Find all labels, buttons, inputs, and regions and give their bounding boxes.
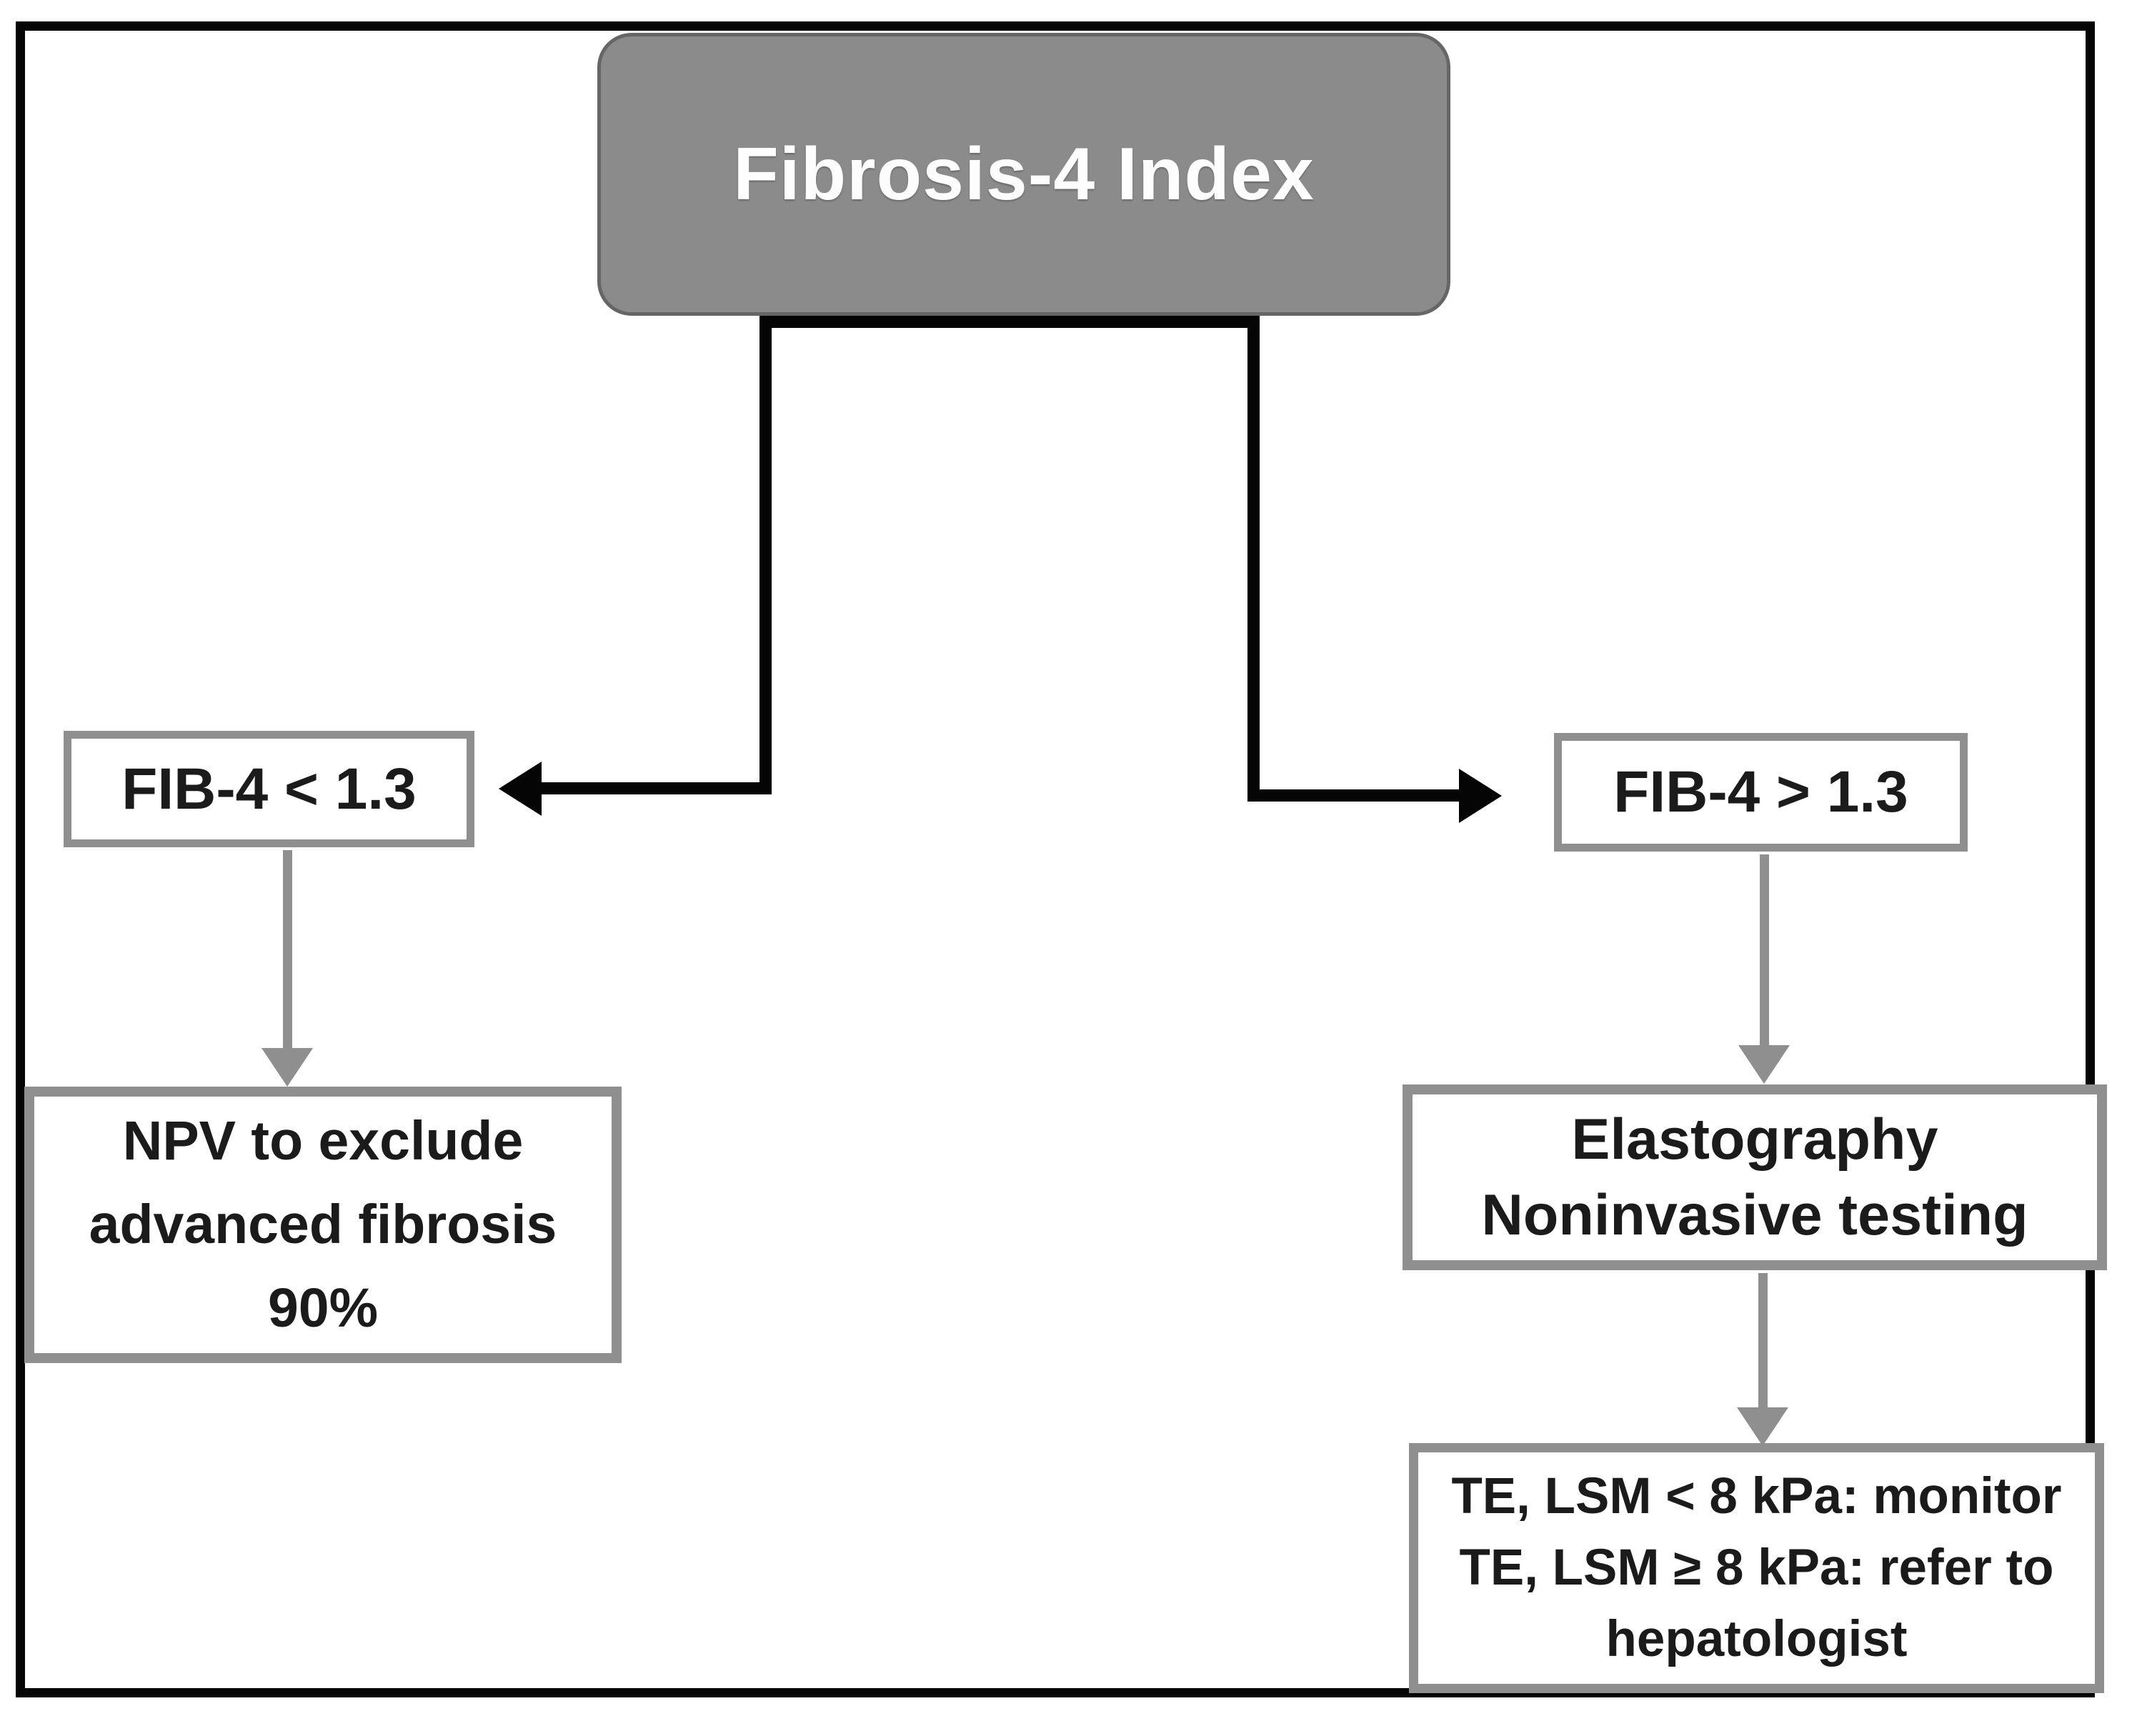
gray-arrow-right-upper-shaft (1760, 854, 1769, 1049)
root-node-label: Fibrosis-4 Index (733, 132, 1315, 216)
gray-arrowhead-right-lower-icon (1737, 1407, 1788, 1446)
node-elastography: Elastography Noninvasive testing (1403, 1084, 2107, 1270)
left-arrowhead-icon (499, 762, 542, 816)
elastography-line-2: Noninvasive testing (1481, 1183, 2028, 1247)
connector-right-arm (1247, 789, 1463, 802)
elastography-line-1: Elastography (1571, 1107, 1938, 1172)
node-fib4-greater-than: FIB-4 > 1.3 (1554, 733, 1968, 852)
connector-right-vertical (1247, 316, 1260, 801)
te-lsm-line-1: TE, LSM < 8 kPa: monitor (1451, 1468, 2062, 1525)
npv-line-2: advanced fibrosis (89, 1194, 557, 1255)
connector-left-arm (530, 782, 772, 794)
node-fib4-less-than-label: FIB-4 < 1.3 (121, 756, 417, 822)
node-npv-outcome: NPV to exclude advanced fibrosis 90% (24, 1087, 622, 1363)
connector-top-horizontal (759, 316, 1260, 328)
te-lsm-line-2: TE, LSM ≥ 8 kPa: refer to (1459, 1540, 2054, 1596)
te-lsm-line-3: hepatologist (1605, 1611, 1908, 1667)
npv-line-3: 90% (267, 1277, 379, 1339)
root-node-fibrosis4-index: Fibrosis-4 Index (597, 33, 1450, 316)
gray-arrow-left-shaft (283, 850, 292, 1052)
node-fib4-greater-than-label: FIB-4 > 1.3 (1613, 759, 1908, 824)
node-fib4-less-than: FIB-4 < 1.3 (64, 731, 474, 847)
npv-line-1: NPV to exclude (122, 1110, 524, 1172)
connector-left-vertical (759, 316, 772, 794)
right-arrowhead-icon (1459, 769, 1502, 823)
node-te-lsm-outcome: TE, LSM < 8 kPa: monitor TE, LSM ≥ 8 kPa… (1409, 1443, 2104, 1693)
gray-arrowhead-right-upper-icon (1738, 1045, 1790, 1084)
gray-arrow-right-lower-shaft (1758, 1273, 1768, 1410)
gray-arrowhead-left-icon (261, 1048, 313, 1087)
